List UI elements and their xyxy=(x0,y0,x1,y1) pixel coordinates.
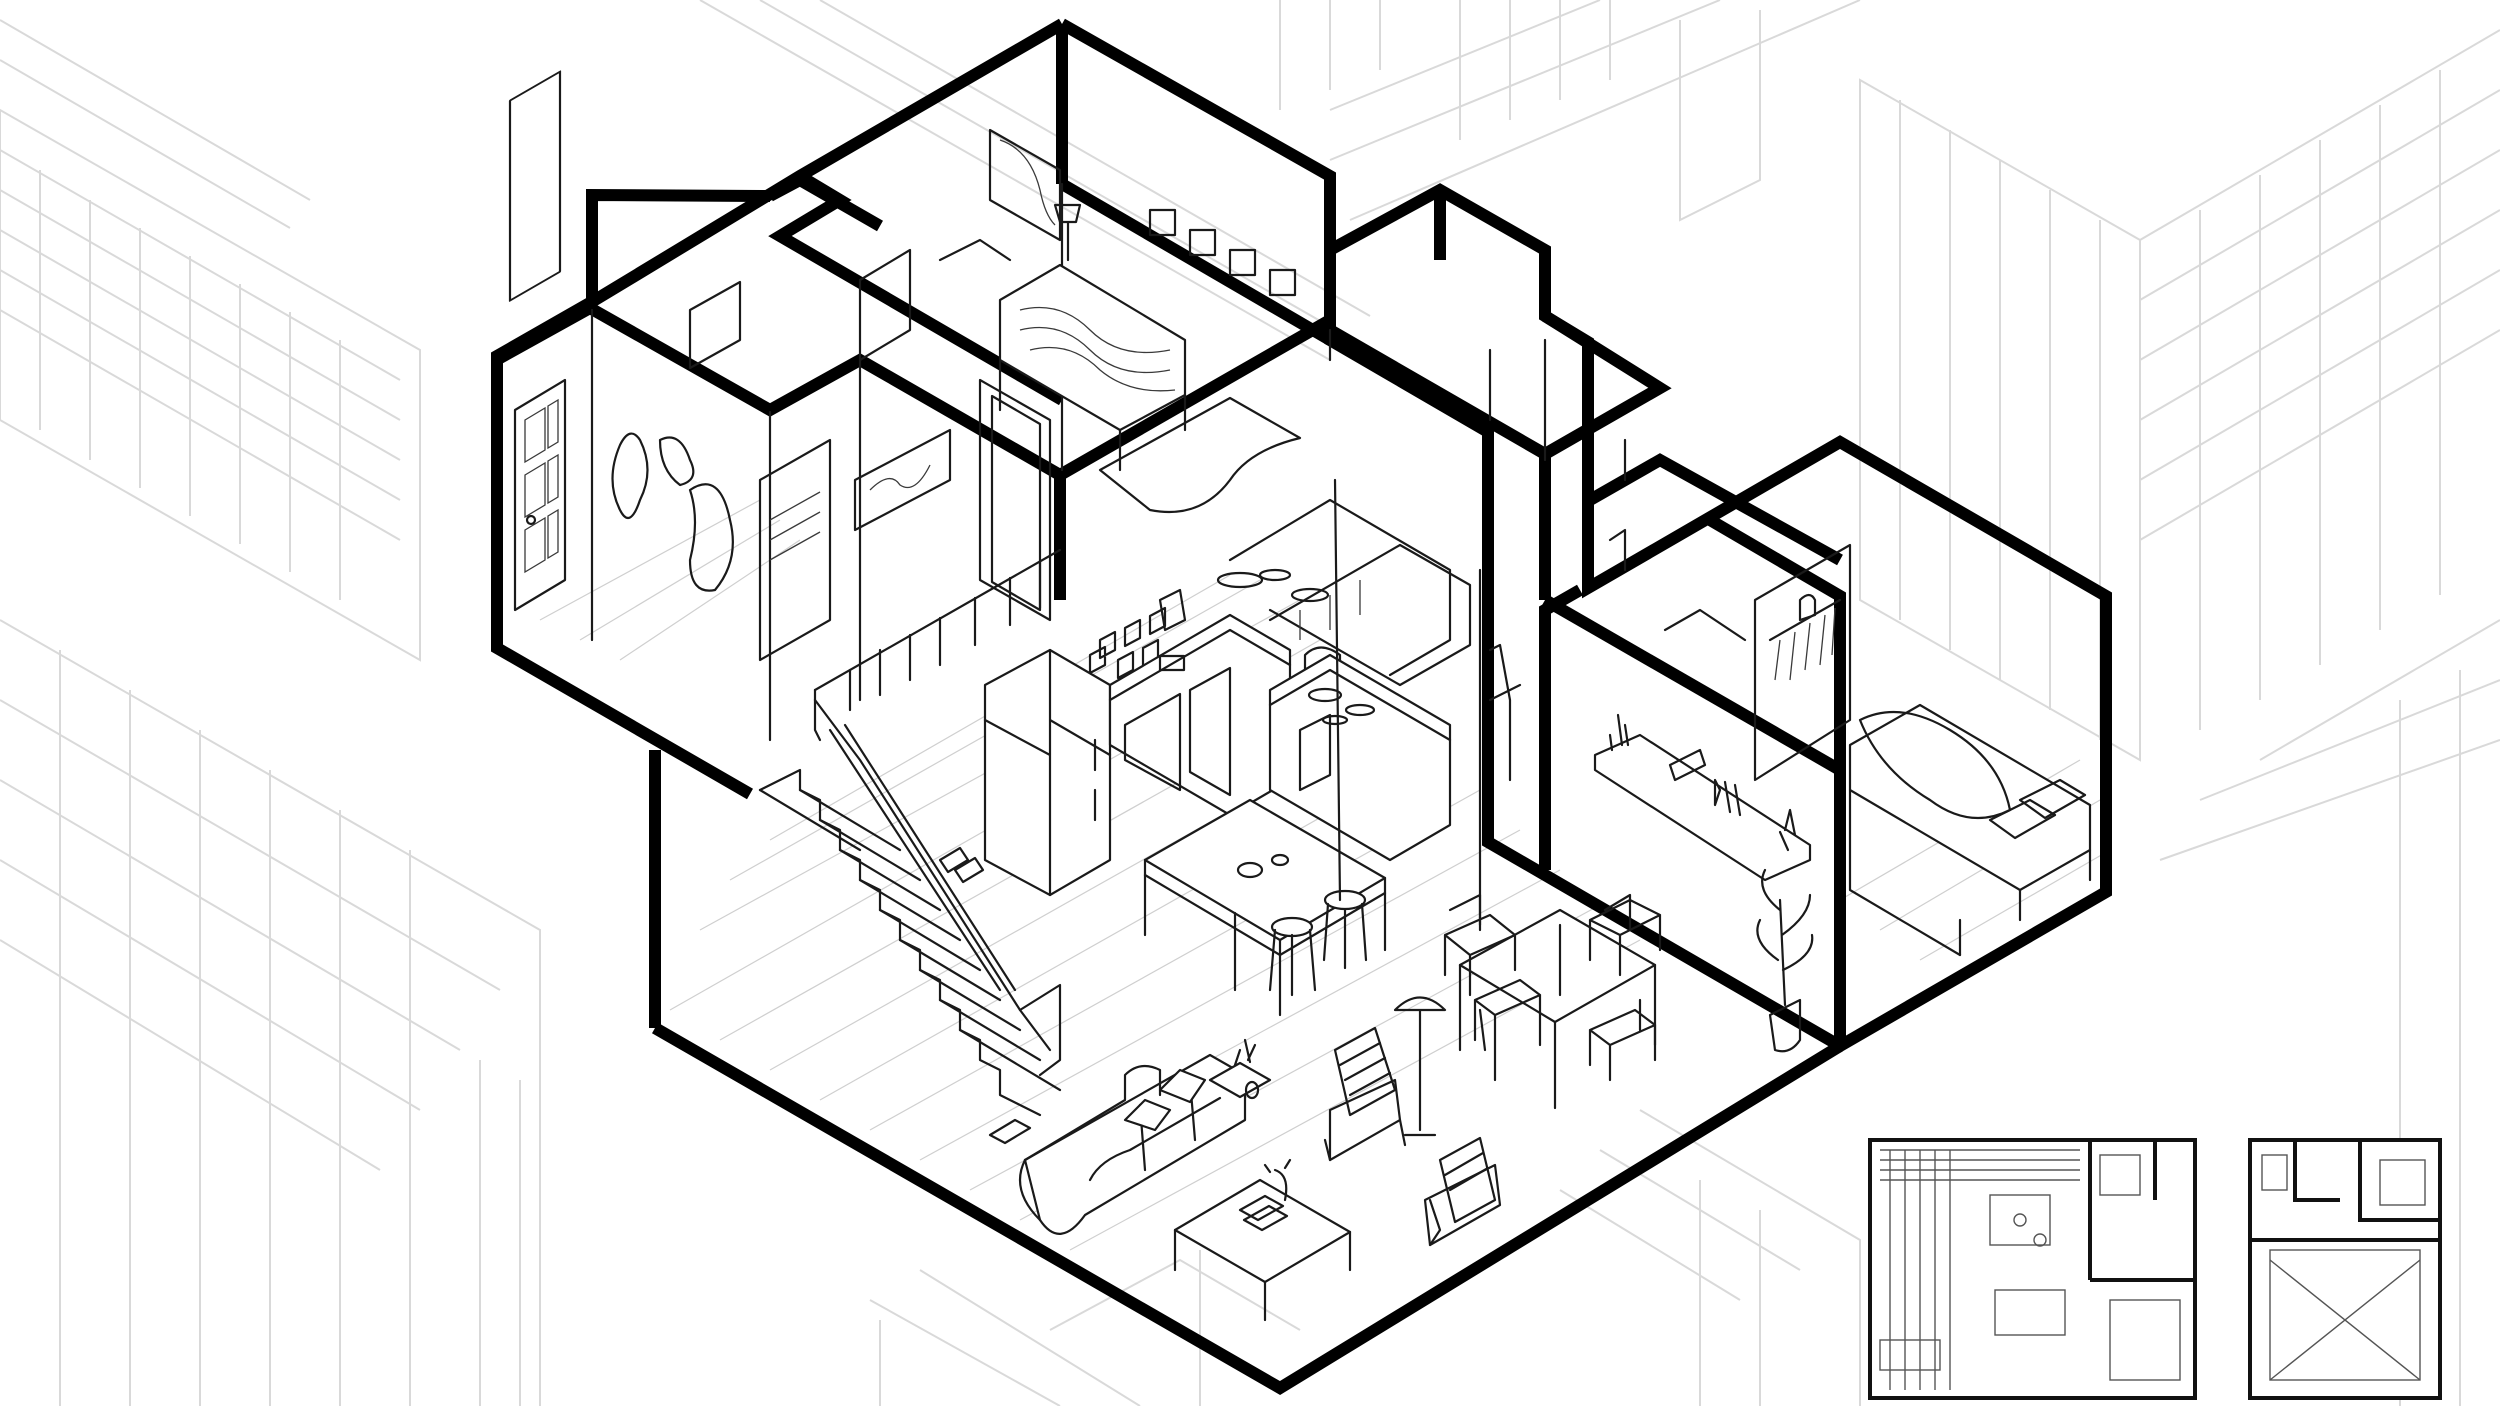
cushion xyxy=(1123,1098,1172,1132)
lounge-chair xyxy=(1423,1136,1502,1247)
closet xyxy=(1753,543,1852,782)
wall-shelf xyxy=(1593,733,1812,882)
stair-handrail xyxy=(813,698,1052,1052)
refrigerator xyxy=(983,648,1112,897)
bed xyxy=(1848,703,2092,892)
cushion xyxy=(1158,1068,1207,1104)
rug xyxy=(1098,396,1302,514)
bar-stool xyxy=(1322,889,1368,970)
upper-left-room xyxy=(508,70,1052,742)
upper-right-rooms xyxy=(1328,328,1627,932)
kitchen-counter xyxy=(1108,613,1292,817)
bed xyxy=(998,263,1187,432)
bar-stool xyxy=(1268,916,1317,997)
lower-bedroom xyxy=(1593,528,2092,1053)
upper-floor-plan xyxy=(2248,1138,2442,1400)
lounge-chair xyxy=(1323,1026,1407,1162)
sink xyxy=(1158,654,1186,672)
picture-frame xyxy=(1148,208,1177,237)
upper-cabinets xyxy=(1268,543,1472,687)
picture-frame xyxy=(1268,268,1297,297)
dining-chair xyxy=(1473,978,1542,1082)
floor-lamp xyxy=(1053,203,1082,262)
potted-plant xyxy=(1756,868,1814,1053)
dining-area xyxy=(1443,643,1662,1110)
picture-frame xyxy=(1228,248,1257,277)
kitchen xyxy=(938,498,1472,1017)
upper-bedroom xyxy=(938,128,1302,514)
coffee-table xyxy=(1173,1178,1352,1284)
ground-floor-plan xyxy=(1868,1138,2197,1400)
window xyxy=(988,128,1062,242)
dining-chair xyxy=(1588,998,1657,1082)
side-table xyxy=(1208,1061,1272,1099)
stove-counter xyxy=(1268,653,1452,862)
outer-cut-wall xyxy=(1059,18,2112,1053)
abstract-wall-art xyxy=(611,432,649,520)
dining-chair xyxy=(1588,893,1662,977)
living-room xyxy=(1018,996,1502,1322)
picture-frame xyxy=(1188,228,1217,257)
floor-lamp xyxy=(1393,996,1447,1137)
section-cut-walls xyxy=(491,18,2112,1395)
door xyxy=(508,70,562,302)
book-stack xyxy=(988,1118,1032,1145)
framed-wall-art xyxy=(853,428,952,532)
staircase xyxy=(758,548,1062,1145)
